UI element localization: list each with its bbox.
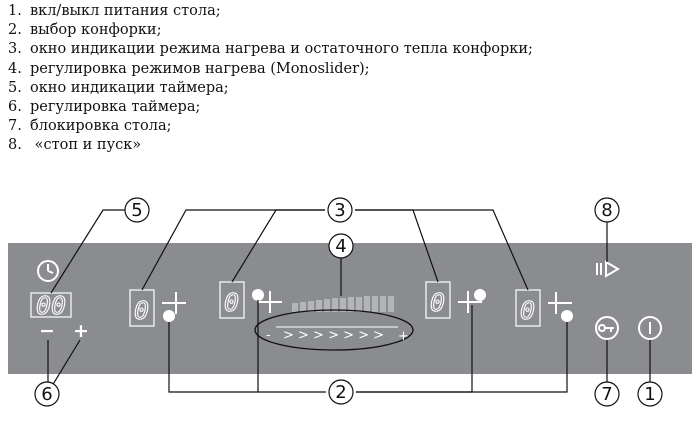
callout-7: 7: [594, 381, 620, 407]
clock-icon[interactable]: [37, 260, 59, 282]
legend-item: 3.окно индикации режима нагрева и остато…: [8, 41, 533, 58]
play-pause-icon[interactable]: [596, 260, 620, 278]
key-lock-icon[interactable]: [595, 316, 619, 340]
timer-minus-button[interactable]: −: [39, 320, 55, 342]
slider-highlight-oval: [254, 309, 414, 351]
callout-8: 8: [594, 197, 620, 223]
callout-6: 6: [34, 381, 60, 407]
zone4-display: 0: [520, 296, 535, 325]
monoslider[interactable]: - > > > > > > > +: [266, 326, 409, 344]
legend-item: 4.регулировка режимов нагрева (Monoslide…: [8, 60, 370, 77]
svg-text:8: 8: [601, 200, 612, 221]
legend-item: 5.окно индикации таймера;: [8, 79, 229, 96]
svg-text:5: 5: [131, 200, 142, 221]
legend-list: 1.вкл/выкл питания стола; 2.выбор конфор…: [8, 2, 533, 156]
svg-text:2: 2: [335, 382, 346, 403]
leader-lines: [47, 209, 651, 393]
slider-plus-label: +: [398, 329, 409, 344]
zone2-display: 0: [224, 288, 239, 317]
svg-text:4: 4: [335, 236, 346, 257]
zone3-select-icon[interactable]: [458, 289, 486, 313]
zone4-select-icon[interactable]: [548, 292, 573, 322]
callout-4: 4: [328, 233, 354, 259]
svg-text:6: 6: [41, 384, 52, 405]
legend-item: 6.регулировка таймера;: [8, 99, 201, 116]
zone3-display: 0: [430, 288, 445, 317]
slider-arrows: > > > > > > >: [283, 328, 384, 343]
svg-text:7: 7: [601, 384, 612, 405]
callout-3: 3: [327, 197, 353, 223]
svg-text:1: 1: [644, 384, 655, 405]
legend-item: 2.выбор конфорки;: [8, 22, 162, 39]
callout-2: 2: [328, 379, 354, 405]
slider-minus-label: -: [266, 328, 271, 343]
zone1-display: 0: [134, 296, 149, 325]
legend-item: 7.блокировка стола;: [8, 118, 172, 135]
timer-plus-button[interactable]: +: [73, 320, 89, 342]
zone1-select-icon[interactable]: [162, 292, 186, 322]
slider-level-bars: [292, 296, 394, 312]
timer-display: 00: [36, 291, 66, 320]
callout-5: 5: [124, 197, 150, 223]
power-icon[interactable]: [638, 316, 662, 340]
callout-1: 1: [637, 381, 663, 407]
legend-item: 1.вкл/выкл питания стола;: [8, 3, 221, 19]
svg-text:3: 3: [334, 200, 345, 221]
legend-item: 8. «стоп и пуск»: [8, 137, 142, 154]
